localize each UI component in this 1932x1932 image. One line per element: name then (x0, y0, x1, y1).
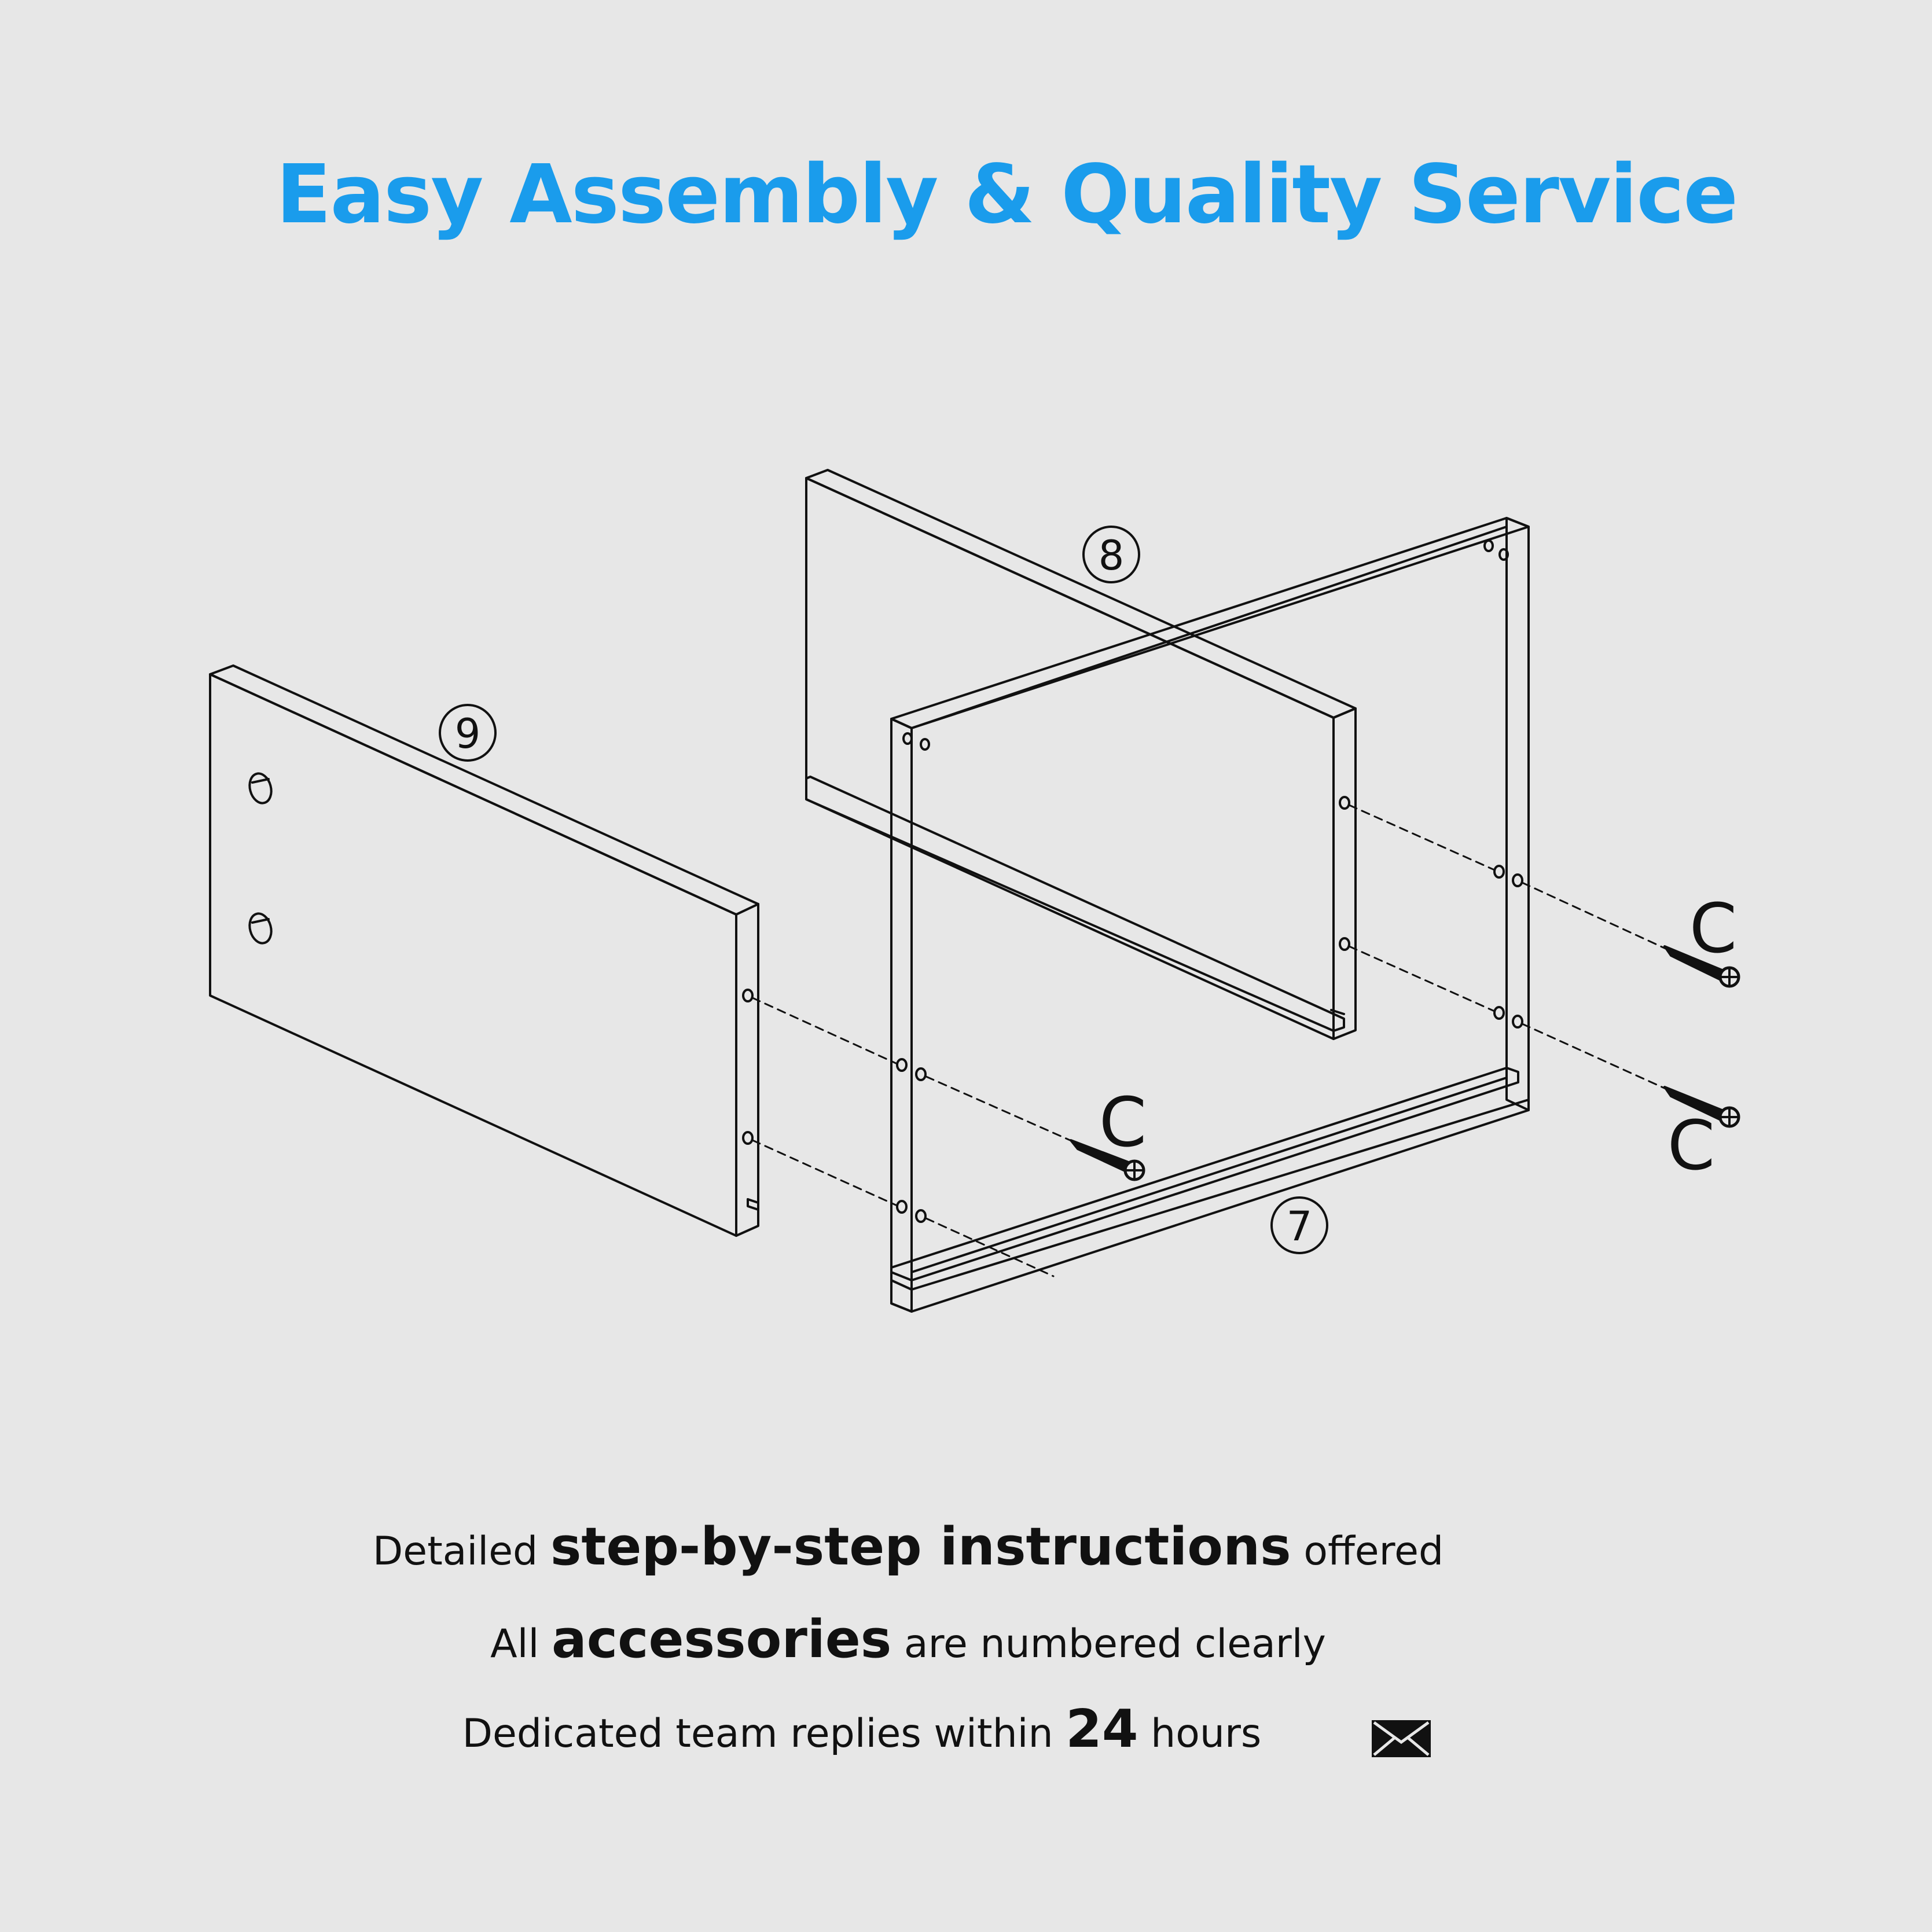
feature-support-emphasis: 24 (1066, 1699, 1138, 1760)
part-number-9: 9 (455, 710, 481, 758)
feature-support: Dedicated team replies within 24 hours (0, 1699, 1828, 1760)
feature-support-suffix: hours (1138, 1711, 1262, 1757)
feature-accessories-emphasis: accessories (552, 1609, 892, 1670)
feature-instructions: Detailed step-by-step instructions offer… (0, 1516, 1874, 1577)
part-badge-8: 8 (1082, 526, 1140, 583)
screw-label-right-top: C (1689, 888, 1737, 968)
page-title: Easy Assembly & Quality Service (276, 148, 1738, 242)
feature-support-prefix: Dedicated team replies within (462, 1711, 1066, 1757)
screw-label-left: C (1099, 1082, 1147, 1162)
feature-instructions-suffix: offered (1291, 1529, 1444, 1574)
feature-accessories-suffix: are numbered clearly (891, 1621, 1326, 1667)
screw-right-bottom (1663, 1086, 1740, 1128)
part-badge-7: 7 (1270, 1196, 1328, 1254)
screw-right-top (1663, 945, 1740, 988)
feature-instructions-emphasis: step-by-step instructions (550, 1516, 1291, 1577)
panel-9 (209, 664, 759, 1237)
part-number-8: 8 (1099, 532, 1125, 579)
panel-8 (805, 469, 1357, 1040)
screw-left (1070, 1139, 1145, 1181)
part-number-7: 7 (1287, 1203, 1313, 1250)
envelope-icon (1372, 1720, 1431, 1757)
panel-7 (890, 517, 1530, 1313)
feature-accessories: All accessories are numbered clearly (0, 1609, 1874, 1670)
guide-lines (751, 804, 1668, 1277)
feature-accessories-prefix: All (490, 1621, 552, 1667)
screw-label-right-bottom: C (1667, 1105, 1715, 1185)
feature-instructions-prefix: Detailed (372, 1529, 550, 1574)
part-badge-9: 9 (439, 704, 497, 762)
